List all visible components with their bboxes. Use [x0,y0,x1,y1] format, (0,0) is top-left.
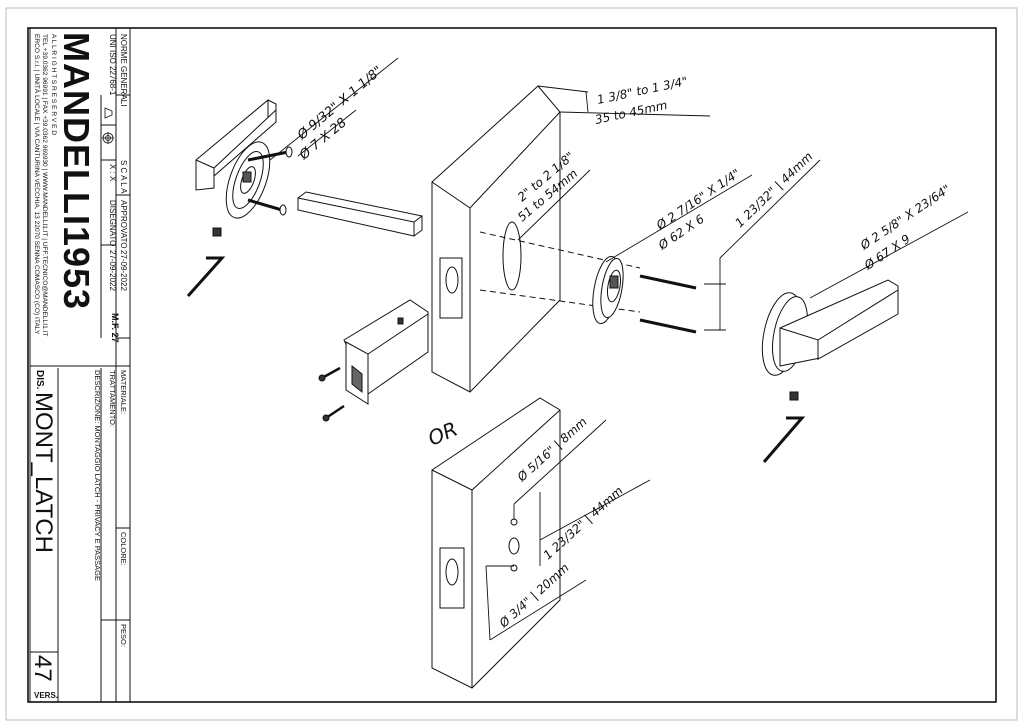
latch-screws [318,366,345,422]
projection-symbol-icon [102,107,114,144]
right-lever-handle [761,279,899,401]
approvato-date: 27-09-2022 [119,250,128,291]
latch-mechanism [343,299,429,405]
norme-label: NORME GENERALI [119,34,128,106]
left-lever-handle [195,99,293,237]
trattamento-label: TRATTAMENTO: [108,370,117,427]
drawing-frame [27,27,997,703]
rose-screws [639,274,697,334]
peso-label: PESO: [119,624,128,647]
scala-value: X : X [108,164,117,182]
author-initials: M.F. 27 [110,313,120,343]
dis-label: DIS. [34,370,45,390]
version-number: 47 [29,655,56,682]
title-block [29,28,131,702]
door-panel-top [431,85,641,393]
descrizione: DESCRIZIONE: MONTAGGIO LATCH - PRIVACY E… [93,370,102,581]
left-allen-key [186,256,226,298]
scala-label: S C A L A [119,160,128,194]
exploded-assembly-drawing [186,57,969,689]
dimension-leaders [269,57,969,641]
door-panel-bottom [431,397,561,689]
company-contacts: TEL +39.0362 96991 | FAX +39.0362 969930… [41,34,48,336]
approvato-label: APPROVATO [119,200,128,248]
rights-reserved: A L L R I G H T S R E S E R V E D [50,34,57,135]
rose-plate [592,255,624,325]
drawing-name: MONT_LATCH [30,392,57,553]
disegnato-date: 27-09-2022 [108,250,117,291]
spindle [297,191,424,237]
company-address: ERCO S.r.l. | UNITÀ LOCALE | VIA CANTURI… [33,34,42,335]
version-label: VERS. [34,691,58,700]
norme-value: UNI ISO 22768-1 [108,34,117,96]
disegnato-label: DISEGNATO [108,200,117,246]
company-logo: MANDELLI1953 [56,32,97,310]
right-allen-key [762,416,806,463]
colore-label: COLORE: [119,532,128,566]
materiale-label: MATERIALE: [119,370,128,414]
